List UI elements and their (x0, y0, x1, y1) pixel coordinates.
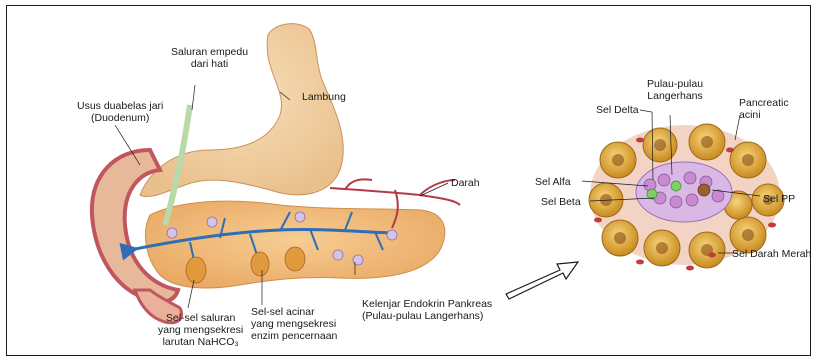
label-pancreatic-acini: Pancreatic acini (739, 97, 789, 121)
label-usus-duabelas-jari: Usus duabelas jari (Duodenum) (77, 100, 163, 124)
zoom-arrow (506, 262, 578, 299)
label-sel-beta: Sel Beta (541, 196, 581, 208)
label-saluran-empedu: Saluran empedu dari hati (171, 46, 248, 70)
label-sel-pp: Sel PP (763, 193, 795, 205)
label-sel-delta: Sel Delta (596, 104, 639, 116)
label-pulau-pulau-langerhans: Pulau-pulau Langerhans (647, 78, 703, 102)
label-sel-sel-saluran: Sel-sel saluran yang mengsekresi larutan… (158, 312, 243, 348)
label-darah: Darah (451, 177, 480, 189)
label-sel-alfa: Sel Alfa (535, 176, 571, 188)
label-kelenjar-endokrin: Kelenjar Endokrin Pankreas (Pulau-pulau … (362, 298, 492, 322)
label-sel-darah-merah: Sel Darah Merah (732, 248, 811, 260)
label-sel-sel-acinar: Sel-sel acinar yang mengsekresi enzim pe… (251, 306, 337, 342)
label-lambung: Lambung (302, 91, 346, 103)
